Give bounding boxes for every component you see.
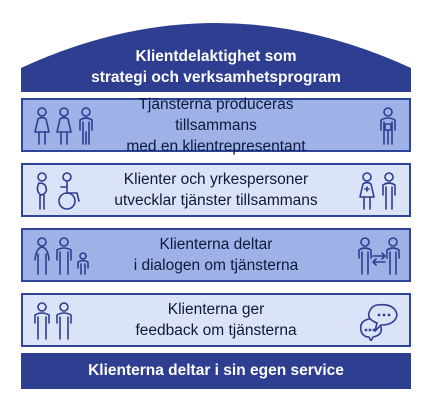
family-icon xyxy=(34,237,89,275)
roof-shape xyxy=(21,23,411,92)
tier-4-line2: feedback om tjänsterna xyxy=(135,322,297,339)
tier-1: Tjänsterna produceras tillsammans med en … xyxy=(21,96,411,155)
tier-2: Klienter och yrkespersoner utvecklar tjän… xyxy=(21,163,411,217)
tier-4: Klienterna ger feedback om tjänsterna xyxy=(21,293,411,347)
tier-3-text: Klienterna deltar i dialogen om tjänstern… xyxy=(103,230,329,280)
tier-2-line2: utvecklar tjänster tillsammans xyxy=(114,192,318,209)
tier-2-line1: Klienter och yrkespersoner xyxy=(123,171,309,188)
foundation-bar: Klienterna deltar i sin egen service xyxy=(21,353,411,389)
chat-bubbles-icon xyxy=(359,303,398,341)
tier-2-text: Klienter och yrkespersoner utvecklar tjän… xyxy=(103,165,329,215)
pregnant-and-wheelchair-icon xyxy=(36,172,80,210)
tier-3-line2: i dialogen om tjänsterna xyxy=(133,257,299,274)
roof-title: Klientdelaktighet som strategi och verks… xyxy=(60,46,372,88)
tier-4-line1: Klienterna ger xyxy=(167,301,265,318)
roof-title-line1: Klientdelaktighet som xyxy=(135,48,297,65)
tier-1-text: Tjänsterna produceras tillsammans med en … xyxy=(103,96,329,155)
two-people-icon xyxy=(34,302,72,340)
dialogue-exchange-icon xyxy=(358,237,400,275)
representative-icon xyxy=(380,107,396,145)
tier-1-line1: Tjänsterna produceras tillsammans xyxy=(138,95,294,134)
nurse-and-person-icon xyxy=(359,172,396,210)
foundation-label: Klienterna deltar i sin egen service xyxy=(88,362,344,379)
roof-title-line2: strategi och verksamhetsprogram xyxy=(91,69,341,86)
tier-3: Klienterna deltar i dialogen om tjänstern… xyxy=(21,228,411,282)
tier-3-line1: Klienterna deltar xyxy=(159,236,273,253)
tier-1-line2: med en klientrepresentant xyxy=(126,137,306,155)
tier-4-text: Klienterna ger feedback om tjänsterna xyxy=(103,295,329,345)
three-people-icon xyxy=(34,107,93,145)
